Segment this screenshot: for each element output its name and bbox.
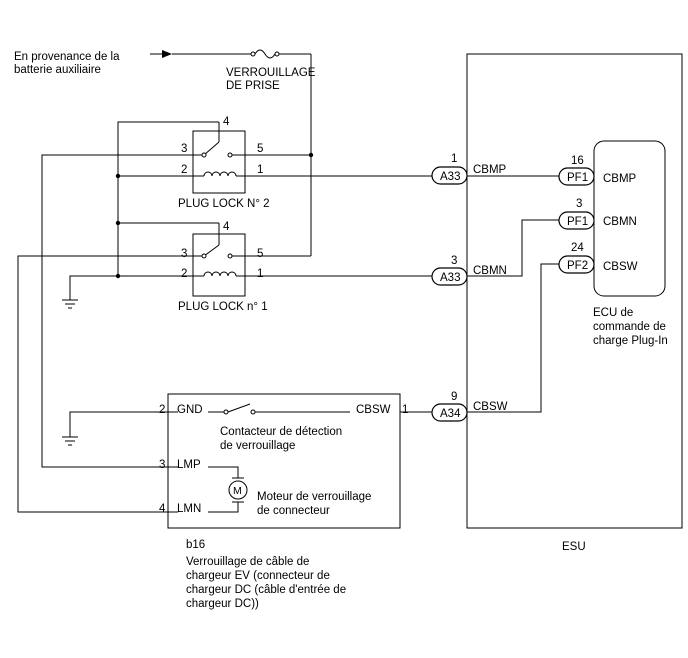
esu-conn-0-name: A33 [440,171,460,183]
source-label-line2: batterie auxiliaire [14,64,101,76]
b16-term-gnd: GND [177,404,203,416]
ecu-conn-2-pin: 24 [571,242,584,254]
ecu-conn-1-signal: CBMN [603,216,637,228]
relay-1-switch-blade [203,244,220,257]
fuse-verrouillage-de-prise: VERROUILLAGE DE PRISE [226,49,316,92]
esu-conn-2-pin: 9 [451,391,457,403]
relay-plug-lock-1: 4 3 5 2 1 PLUG LOCK n° 1 [178,221,268,313]
arrow-icon [162,50,172,58]
b16-caption-3: chargeur DC (câble d'entrée de [186,584,346,596]
wire-lmn [17,255,179,513]
esu-conn-1-name: A33 [440,272,460,284]
fuse-label-line1: VERROUILLAGE [226,67,316,79]
relay-plug-lock-2: 4 3 5 2 1 PLUG LOCK N° 2 [178,116,270,210]
b16-pin-lmp: 3 [159,459,165,471]
esu-label: ESU [562,541,586,553]
fuse-icon [254,49,276,59]
ecu-conn-1-pin: 3 [576,198,582,210]
ecu-conn-1-name: PF1 [567,216,588,228]
esu-conn-1-signal: CBMN [473,265,507,277]
esu-conn-0-signal: CBMP [473,164,507,176]
fuse-terminal-right [274,51,280,57]
esu-unit: ESU A33 1 CBMP A33 3 CBMN A34 9 CBSW [431,53,683,553]
relay-1-pin4: 4 [223,221,230,233]
fuse-label-line2: DE PRISE [226,80,280,92]
lock-switch-label-1: Contacteur de détection [220,426,342,438]
b16-caption-2: chargeur EV (connecteur de [186,570,330,582]
fuse-terminal-left [250,51,256,57]
b16-term-lmp: LMP [177,459,201,471]
relay-2-label: PLUG LOCK N° 2 [178,198,270,210]
b16-cable-lock: 2 GND CBSW 1 Contacteur de détection de … [62,393,408,610]
ecu-label-2: commande de [593,321,666,333]
b16-term-cbsw: CBSW [356,404,391,416]
ecu-label-1: ECU de [593,307,633,319]
coil-icon [203,271,237,277]
b16-body [167,393,401,529]
relay-1-pin2: 2 [181,268,187,280]
lock-switch-label-2: de verrouillage [220,440,295,452]
b16-caption-4: chargeur DC)) [186,598,259,610]
relay-2-pin3: 3 [181,143,187,155]
esu-conn-1-pin: 3 [451,255,457,267]
esu-internal-wiring [467,175,559,413]
motor-symbol: M [233,485,242,497]
ecu-conn-0-name: PF1 [567,172,588,184]
relay-1-pin5: 5 [257,248,263,260]
relay-2-pin4: 4 [223,116,230,128]
wire-lmp [41,154,179,468]
lock-detect-switch-blade [227,403,251,413]
relay-2-pin1: 1 [257,164,263,176]
b16-pin-lmn: 4 [159,503,166,515]
esu-conn-2-name: A34 [440,408,461,420]
relay-wiring [17,121,432,513]
splice-dot [115,220,121,226]
power-source: En provenance de la batterie auxiliaire [14,50,252,76]
relay-1-label: PLUG LOCK n° 1 [178,301,268,313]
source-label-line1: En provenance de la [14,51,120,63]
coil-icon [203,171,237,177]
ecu-conn-0-pin: 16 [571,155,584,167]
motor-label-2: de connecteur [257,505,330,517]
esu-body [466,53,683,529]
relay-1-pin3: 3 [181,248,187,260]
relay-2-pin2: 2 [181,164,187,176]
ecu-conn-0-signal: CBMP [603,173,637,185]
relay-1-pin1: 1 [257,268,263,280]
connector-pf1-pin3 [558,211,595,230]
b16-term-lmn: LMN [177,503,201,515]
ecu-conn-2-name: PF2 [567,260,588,272]
motor-label-1: Moteur de verrouillage [257,491,371,503]
b16-pin-gnd: 2 [159,404,165,416]
wire-ground-rail [69,275,179,300]
relay-2-pin5: 5 [257,143,263,155]
esu-conn-2-signal: CBSW [473,401,508,413]
motor-icon [228,480,248,500]
connector-pf2-pin24 [558,255,595,274]
ecu-conn-2-signal: CBSW [603,261,638,273]
esu-conn-0-pin: 1 [451,153,457,165]
wire-b16-gnd [69,411,178,437]
ecu-plug-in-charge: ECU de commande de charge Plug-In PF1 16… [558,140,668,347]
relay-2-switch-blade [203,141,220,156]
b16-caption-1: Verrouillage de câble de [186,556,309,568]
connector-pf1-pin16 [558,167,595,186]
b16-pin-cbsw: 1 [402,404,408,416]
ecu-label-3: charge Plug-In [593,335,668,347]
b16-id: b16 [186,539,205,551]
